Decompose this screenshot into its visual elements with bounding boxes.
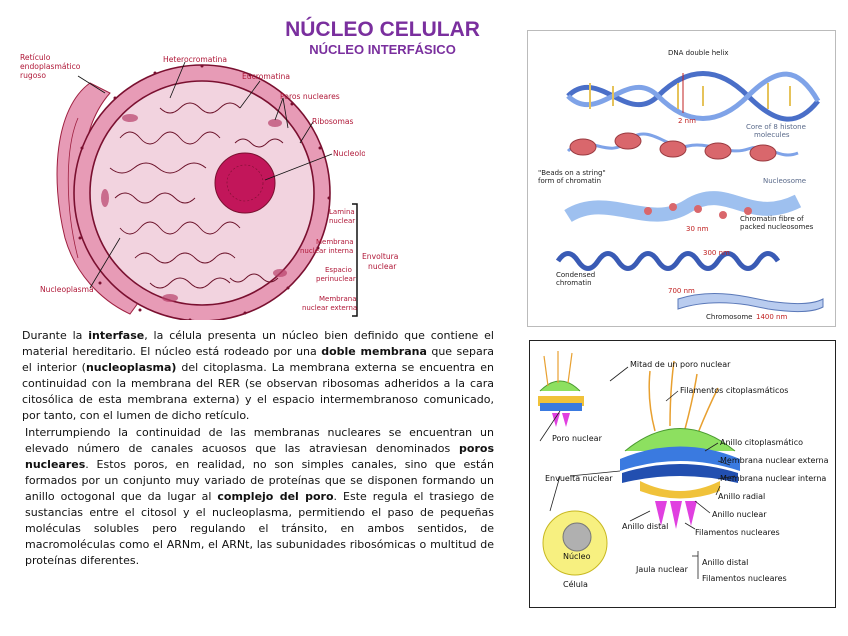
label-euchromatin: Eucromatina [242,72,290,81]
label-inner-membrane-2: nuclear interna [300,247,353,255]
label-perinuclear-2: perinuclear [316,275,356,283]
label-lamina-1: Lamina [329,208,355,216]
label-fibre-1: Chromatin fibre of [740,215,804,223]
label-lamina-2: nuclear [329,217,355,225]
label-outer-membrane-2: nuclear externa [302,304,357,312]
label-cell: Célula [563,579,588,589]
paragraph-interphase: Durante la interfase, la célula presenta… [22,329,495,423]
envelope-bracket [352,203,358,317]
label-nucleolus: Nucleolo [333,149,365,158]
label-nucleoplasm: Nucleoplasma [40,285,94,294]
nucleoplasm-label-svg: Nucleoplasma [40,285,94,294]
label-30nm: 30 nm [686,225,709,233]
label-inner-membrane: Membrana nuclear interna [720,474,826,483]
label-ribosomes: Ribosomas [312,117,354,126]
label-nucleosome: Nucleosome [763,177,806,185]
envelope-label-svg: Envoltura nuclear [362,252,398,271]
label-distal-ring: Anillo distal [622,522,668,531]
label-cyto-filaments: Filamentos citoplasmáticos [680,386,788,395]
label-inner-membrane-1: Membrana [316,238,354,246]
label-cage-filaments: Filamentos nucleares [702,574,787,583]
label-chromosome: Chromosome [706,313,753,321]
page-title-block: NÚCLEO CELULAR NÚCLEO INTERFÁSICO [270,18,495,58]
big-pore-drawing [620,360,740,529]
label-half-pore: Mitad de un poro nuclear [630,360,731,369]
dna-packaging-svg: DNA double helix 2 nm Core of 8 histone … [538,49,824,321]
label-core-2: molecules [754,131,790,139]
label-core-1: Core of 8 histone [746,123,806,131]
label-outer-membrane: Membrana nuclear externa [720,456,829,465]
label-dna-helix: DNA double helix [668,49,729,57]
label-cyto-ring: Anillo citoplasmático [720,438,803,447]
page-subtitle: NÚCLEO INTERFÁSICO [309,42,456,57]
label-700nm: 700 nm [668,287,695,295]
dna-packaging-figure: DNA double helix 2 nm Core of 8 histone … [527,30,836,327]
label-pores: Poros nucleares [280,92,340,101]
heterochromatin-drawing [101,114,287,302]
nucleolus-drawing [214,152,276,214]
page-title: NÚCLEO CELULAR [285,18,480,41]
label-rer-2: endoplasmático [20,62,81,71]
inner-membrane-drawing [89,80,315,306]
label-heterochromatin: Heterocromatina [163,55,227,64]
chromatin-drawing [109,102,284,289]
label-rer-1: Retículo [20,53,51,62]
body-text: Durante la interfase, la célula presenta… [22,328,494,569]
label-perinuclear-1: Espacio [325,266,352,274]
label-1400nm: 1400 nm [756,313,787,321]
label-cage: Jaula nuclear [635,565,689,574]
label-condensed-1: Condensed [556,271,595,279]
label-beads-2: form of chromatin [538,177,601,185]
pore-complex-svg: Mitad de un poro nuclear Filamentos cito… [538,351,829,589]
label-radial-ring: Anillo radial [718,492,765,501]
label-envelope: Envuelta nuclear [545,474,613,483]
label-rer-3: rugoso [20,71,46,80]
pore-complex-figure: Mitad de un poro nuclear Filamentos cito… [529,340,836,608]
label-outer-membrane-1: Membrana [319,295,357,303]
label-envelope-1: Envoltura [362,252,398,261]
label-nuclear-ring: Anillo nuclear [712,510,767,519]
label-cage-distal: Anillo distal [702,558,748,567]
label-beads-1: "Beads on a string" [538,169,606,177]
label-envelope-2: nuclear [368,262,397,271]
paragraph-pores: Interrumpiendo la continuidad de las mem… [25,425,494,568]
label-fibre-2: packed nucleosomes [740,223,814,231]
label-2nm: 2 nm [678,117,696,125]
ribosome-dots [78,64,331,320]
small-pore-drawing [538,351,584,427]
label-300nm: 300 nm [703,249,730,257]
label-nucleus: Núcleo [563,552,591,561]
label-nuclear-filaments: Filamentos nucleares [695,528,780,537]
label-condensed-2: chromatin [556,279,592,287]
nucleus-figure: Retículo endoplasmático rugoso Heterocro… [20,53,365,320]
leader-lines [77,61,333,289]
label-pore: Poro nuclear [552,434,603,443]
pore-leader-lines [539,366,736,579]
